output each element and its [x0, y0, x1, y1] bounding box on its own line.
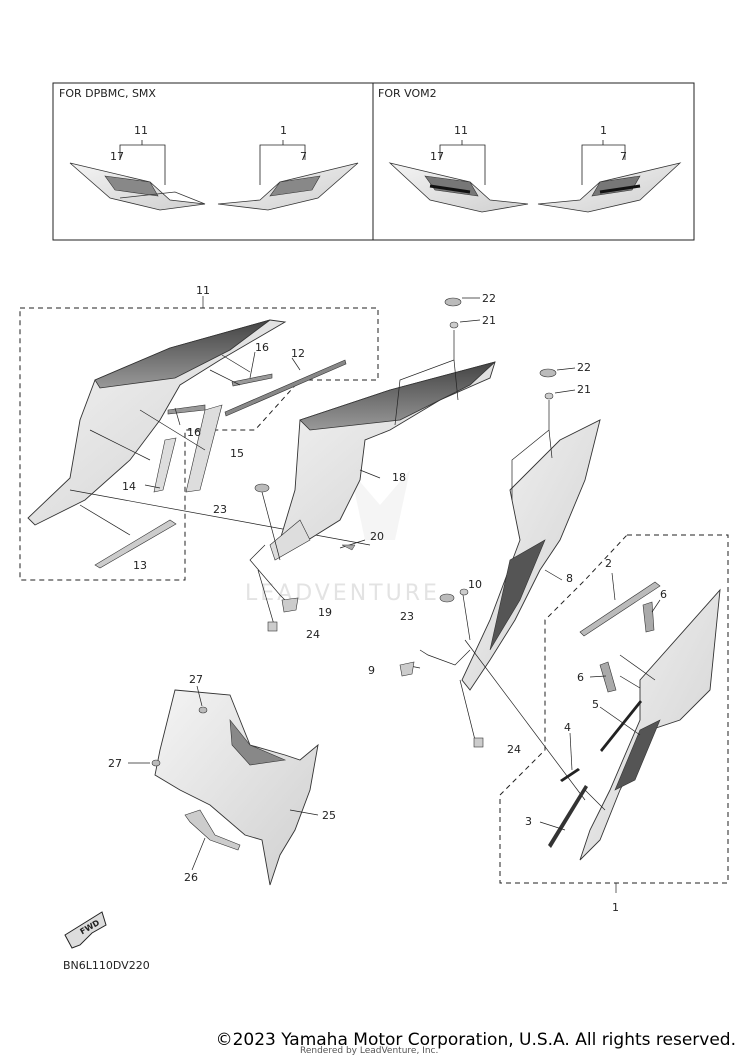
- callout-19: 19: [318, 606, 332, 619]
- inset-box: FOR DPBMC, SMX FOR VOM2 11 17 1 7: [52, 82, 695, 241]
- part-10-grommet: [459, 588, 469, 596]
- part-16b-strip: [167, 404, 206, 415]
- callout-16b: 16: [187, 426, 201, 439]
- callout-11: 11: [196, 284, 210, 297]
- part-18-leaders: [249, 297, 481, 629]
- callout-1: 1: [612, 901, 619, 914]
- group-11-leaders: [69, 296, 371, 546]
- callout-24a: 24: [306, 628, 320, 641]
- fwd-arrow-icon: FWD: [64, 911, 107, 949]
- part-26-strip: [184, 809, 241, 851]
- callout-20: 20: [370, 530, 384, 543]
- inset-right-decal-11: [388, 162, 529, 213]
- inset-right-title: FOR VOM2: [378, 87, 437, 100]
- part-23-clip-a: [254, 483, 270, 493]
- group-1-boundary: [499, 534, 729, 884]
- part-19-bracket: [281, 597, 299, 613]
- callout-14: 14: [122, 480, 136, 493]
- inset-left-title: FOR DPBMC, SMX: [59, 87, 156, 100]
- callout-labels: 11 16 12 16 15 14 13 18 22 21 23 20 19 2…: [108, 284, 667, 914]
- callout-6a: 6: [660, 588, 667, 601]
- inset-left-label-1: 1: [280, 124, 287, 137]
- callout-23a: 23: [213, 503, 227, 516]
- callout-25: 25: [322, 809, 336, 822]
- inset-left-decal-11: [69, 162, 206, 211]
- part-8-cover: [461, 419, 601, 691]
- part-6b-strip: [599, 661, 617, 693]
- part-27-clip-a: [198, 706, 208, 714]
- part-24-nut-b: [473, 737, 484, 748]
- inset-left-label-7: 7: [300, 150, 307, 163]
- copyright-text: ©2023 Yamaha Motor Corporation, U.S.A. A…: [215, 1030, 736, 1050]
- diagram-code: BN6L110DV220: [63, 959, 150, 972]
- part-5-strip: [600, 700, 642, 752]
- part-22-screw-a: [444, 297, 462, 307]
- callout-9: 9: [368, 664, 375, 677]
- callout-8: 8: [566, 572, 573, 585]
- callout-10: 10: [468, 578, 482, 591]
- inset-right-label-11: 11: [454, 124, 468, 137]
- part-2-strip: [579, 581, 661, 637]
- part-21-washer-b: [544, 392, 554, 400]
- part-6a-strip: [642, 601, 655, 633]
- part-14-strip: [153, 437, 177, 493]
- callout-22a: 22: [482, 292, 496, 305]
- callout-13: 13: [133, 559, 147, 572]
- watermark: LEADVENTURE: [245, 470, 440, 606]
- part-16a-strip: [231, 373, 273, 387]
- callout-27b: 27: [108, 757, 122, 770]
- part-23-clip-b: [439, 593, 455, 603]
- callout-27a: 27: [189, 673, 203, 686]
- inset-right-decal-1: [537, 162, 682, 213]
- part-4-strip: [560, 768, 580, 782]
- part-1-side-cover: [579, 588, 721, 861]
- rendered-by-text: Rendered by LeadVenture, Inc.: [300, 1046, 439, 1056]
- watermark-text: LEADVENTURE: [245, 581, 440, 606]
- callout-21b: 21: [577, 383, 591, 396]
- callout-12: 12: [291, 347, 305, 360]
- callout-5: 5: [592, 698, 599, 711]
- inset-left-label-17: 17: [110, 150, 124, 163]
- part-8-leaders: [404, 367, 586, 801]
- part-3-strip: [548, 785, 588, 848]
- callout-16a: 16: [255, 341, 269, 354]
- inset-left-decal-1: [217, 162, 359, 211]
- callout-23b: 23: [400, 610, 414, 623]
- group-1-leaders: [539, 572, 661, 893]
- part-21-washer-a: [449, 321, 459, 329]
- part-27-clip-b: [151, 759, 161, 767]
- inset-right-label-7: 7: [620, 150, 627, 163]
- callout-6b: 6: [577, 671, 584, 684]
- inset-right-label-1: 1: [600, 124, 607, 137]
- callout-18: 18: [392, 471, 406, 484]
- callout-2: 2: [605, 557, 612, 570]
- part-20-pin: [341, 544, 356, 551]
- inset-left-label-11: 11: [134, 124, 148, 137]
- callout-21a: 21: [482, 314, 496, 327]
- lower-leaders: [128, 685, 319, 871]
- part-25-cover: [154, 689, 319, 886]
- part-24-nut-a: [267, 621, 278, 632]
- callout-26: 26: [184, 871, 198, 884]
- group-11-boundary: [19, 307, 379, 581]
- part-15-strip: [185, 404, 223, 493]
- callout-3: 3: [525, 815, 532, 828]
- part-22-screw-b: [539, 368, 557, 378]
- callout-22b: 22: [577, 361, 591, 374]
- part-18-cover: [269, 361, 496, 561]
- part-12-strip: [224, 359, 347, 417]
- part-9-bracket: [399, 661, 415, 677]
- callout-15: 15: [230, 447, 244, 460]
- callout-4: 4: [564, 721, 571, 734]
- part-13-strip: [94, 519, 177, 569]
- inset-right-label-17: 17: [430, 150, 444, 163]
- callout-24b: 24: [507, 743, 521, 756]
- part-11-side-cover: [27, 319, 287, 526]
